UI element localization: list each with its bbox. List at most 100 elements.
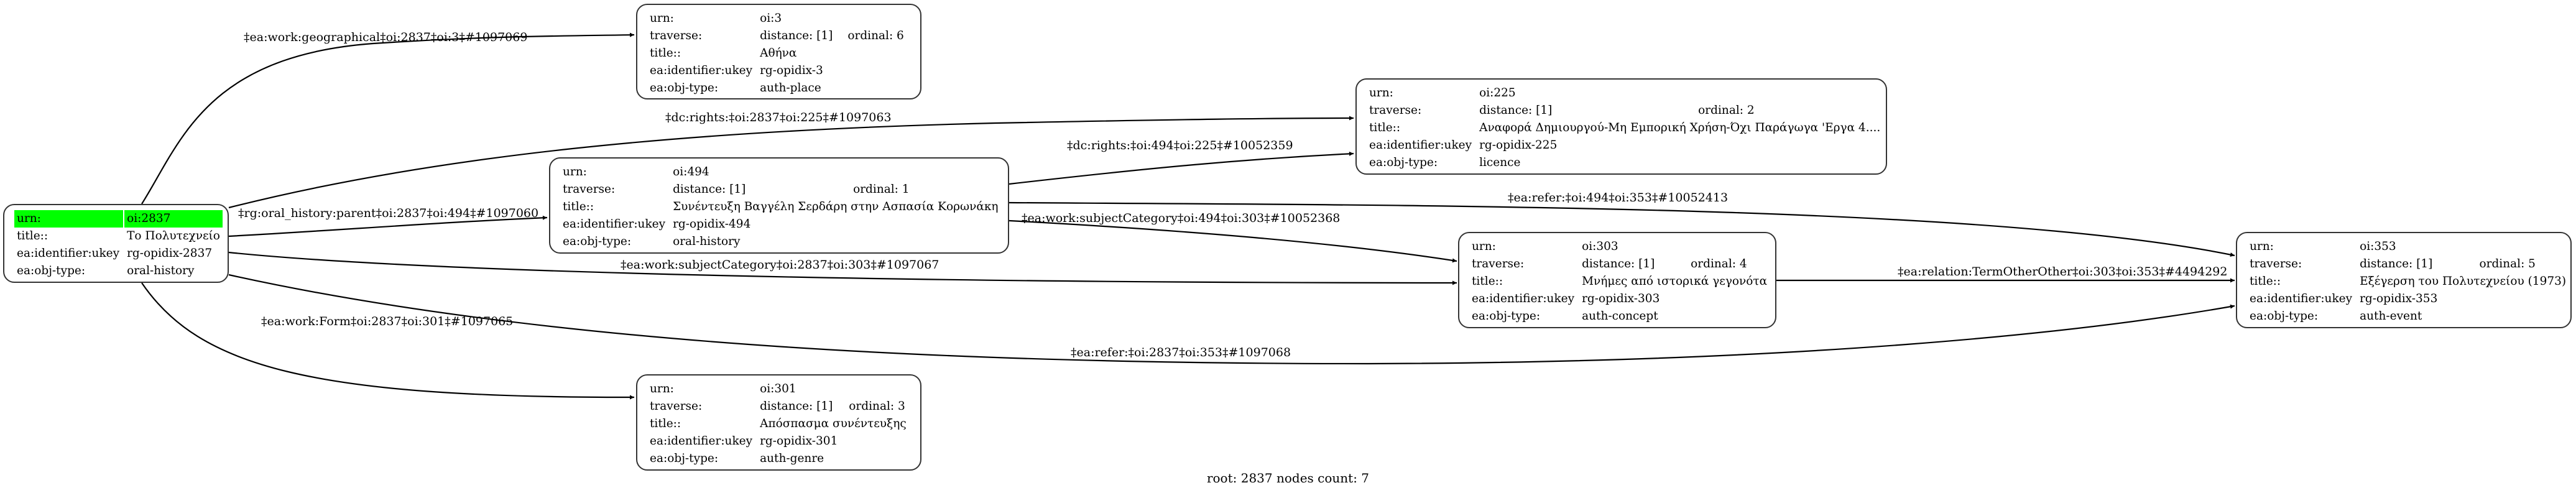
attribute-key: ea:obj-type: <box>1369 156 1438 169</box>
graph-edge: ‡ea:work:subjectCategory‡oi:2837‡oi:303‡… <box>228 251 1457 285</box>
attribute-value: rg-opidix-3 <box>760 64 823 77</box>
attribute-key: ea:obj-type: <box>650 81 719 94</box>
attribute-key: title:: <box>650 47 681 60</box>
node-attributes-table: urn: oi:3 traverse: distance: [1] ordinal: 6… <box>646 10 908 97</box>
attribute-value: Συνέντευξη Βαγγέλη Σερδάρη στην Ασπασία … <box>673 200 999 213</box>
attribute-value: oral-history <box>673 235 741 248</box>
node-attribute-row: ea:obj-type: oral-history <box>560 233 1000 251</box>
node-attribute-row: ea:obj-type:auth-genre <box>647 450 909 468</box>
node-attribute-row: traverse:distance: [1]ordinal: 5 <box>2247 256 2569 273</box>
attribute-key: ea:identifier:ukey <box>563 218 666 231</box>
attribute-key: title:: <box>650 417 681 430</box>
attribute-value: rg-opidix-353 <box>2360 292 2438 305</box>
graph-edge: ‡rg:oral_history:parent‡oi:2837‡oi:494‡#… <box>228 206 548 237</box>
attribute-value: rg-opidix-225 <box>1479 139 1558 152</box>
attribute-value: auth-event <box>2360 310 2422 323</box>
attribute-value: oi:3 <box>760 12 782 25</box>
node-attribute-row: urn:oi:494 <box>560 164 1000 181</box>
attribute-value: rg-opidix-494 <box>673 218 751 231</box>
attribute-key: traverse: <box>2250 257 2302 270</box>
node-attribute-row: urn:oi:353 <box>2247 238 2569 256</box>
attribute-key: ea:obj-type: <box>17 264 86 277</box>
attribute-key: ea:identifier:ukey <box>650 64 753 77</box>
attribute-key: ea:identifier:ukey <box>17 247 120 260</box>
node-attribute-row: urn: oi:303 <box>1469 238 1770 256</box>
graph-edge: ‡ea:work:geographical‡oi:2837‡oi:3‡#1097… <box>141 30 635 205</box>
attribute-value: distance: [1] <box>1479 104 1553 117</box>
node-attribute-row: ea:identifier:ukey rg-opidix-3 <box>647 62 907 80</box>
node-attribute-row: ea:obj-type: licence <box>1367 154 1883 172</box>
attribute-key: traverse: <box>650 400 703 413</box>
node-oi-3[interactable]: urn: oi:3 traverse: distance: [1] ordinal: 6… <box>636 4 921 99</box>
attribute-ordinal: ordinal: 4 <box>1691 257 1747 270</box>
attribute-key: ea:obj-type: <box>2250 310 2319 323</box>
edge-arrow-path <box>1009 201 2235 257</box>
graph-edge: ‡ea:refer:‡oi:494‡oi:353‡#10052413 <box>1009 191 2235 257</box>
graph-edge: ‡dc:rights:‡oi:2837‡oi:225‡#1097063 <box>228 111 1354 209</box>
node-attribute-row: title::Μνήμες από ιστορικά γεγονότα <box>1469 273 1770 290</box>
node-attribute-row: title::Εξέγερση του Πολυτεχνείου (1973) <box>2247 273 2569 290</box>
node-attribute-row: traverse:distance: [1]ordinal: 1 <box>560 181 1000 198</box>
edge-arrow-path <box>1009 151 1354 185</box>
graph-edge: ‡ea:work:Form‡oi:2837‡oi:301‡#1097065 <box>141 282 635 400</box>
attribute-key: ea:obj-type: <box>563 235 632 248</box>
attribute-value: oi:225 <box>1479 86 1516 99</box>
edge-label: ‡dc:rights:‡oi:494‡oi:225‡#10052359 <box>1067 139 1293 152</box>
edge-arrow-path <box>141 32 635 205</box>
attribute-value: distance: [1] <box>760 400 833 413</box>
attribute-key: urn: <box>1472 240 1496 253</box>
node-attribute-row: title::Το Πολυτεχνείο <box>14 228 223 245</box>
attribute-value: rg-opidix-2837 <box>127 247 213 260</box>
attribute-ordinal: ordinal: 6 <box>847 29 904 42</box>
node-attribute-row: urn:oi:225 <box>1367 85 1883 102</box>
attribute-key: ea:identifier:ukey <box>2250 292 2353 305</box>
edge-arrow-path <box>1009 219 1457 263</box>
attribute-value: Αναφορά Δημιουργού-Μη Εμπορική Χρήση-Όχι… <box>1479 121 1881 134</box>
node-attribute-row: traverse:distance: [1]ordinal: 2 <box>1367 102 1883 119</box>
edge-arrow-path <box>228 215 548 237</box>
node-attribute-row: title::Αναφορά Δημιουργού-Μη Εμπορική Χρ… <box>1367 119 1883 137</box>
attribute-key: ea:obj-type: <box>1472 310 1541 323</box>
node-attribute-row: ea:obj-type: oral-history <box>14 262 223 280</box>
attribute-value: Εξέγερση του Πολυτεχνείου (1973) <box>2360 275 2567 288</box>
attribute-value: licence <box>1479 156 1521 169</box>
edge-arrow-path <box>228 274 2235 365</box>
attribute-value: distance: [1] <box>760 29 833 42</box>
graph-edge: ‡ea:refer:‡oi:2837‡oi:353‡#1097068 <box>228 274 2235 365</box>
node-attribute-row: title::Αθήνα <box>647 45 907 62</box>
edge-label: ‡ea:relation:TermOtherOther‡oi:303‡oi:35… <box>1898 265 2228 279</box>
node-attribute-row: urn:oi:2837 <box>14 210 223 228</box>
edge-label: ‡ea:work:subjectCategory‡oi:494‡oi:303‡#… <box>1022 211 1340 225</box>
attribute-key: urn: <box>650 12 674 25</box>
attribute-value: auth-genre <box>760 452 824 465</box>
attribute-key: title:: <box>1472 275 1503 288</box>
graph-edge: ‡ea:work:subjectCategory‡oi:494‡oi:303‡#… <box>1009 211 1457 263</box>
attribute-ordinal: ordinal: 3 <box>849 400 905 413</box>
attribute-value: rg-opidix-301 <box>760 435 838 448</box>
attribute-key: traverse: <box>650 29 703 42</box>
node-attribute-row: ea:identifier:ukey rg-opidix-494 <box>560 216 1000 233</box>
node-attribute-row: traverse: distance: [1] ordinal: 3 <box>647 398 909 415</box>
node-attribute-row: urn: oi:3 <box>647 10 907 27</box>
node-attribute-row: ea:identifier:ukey rg-opidix-225 <box>1367 137 1883 154</box>
attribute-value: distance: [1] <box>2360 257 2433 270</box>
attribute-ordinal: ordinal: 2 <box>1698 104 1755 117</box>
attribute-key: urn: <box>2250 240 2274 253</box>
graph-footer: root: 2837 nodes count: 7 <box>1206 471 1370 486</box>
attribute-value: oral-history <box>127 264 195 277</box>
attribute-key: ea:identifier:ukey <box>1369 139 1472 152</box>
edge-label: ‡ea:refer:‡oi:494‡oi:353‡#10052413 <box>1508 191 1728 205</box>
graph-edge: ‡ea:relation:TermOtherOther‡oi:303‡oi:35… <box>1776 265 2235 283</box>
attribute-value: oi:303 <box>1582 240 1618 253</box>
